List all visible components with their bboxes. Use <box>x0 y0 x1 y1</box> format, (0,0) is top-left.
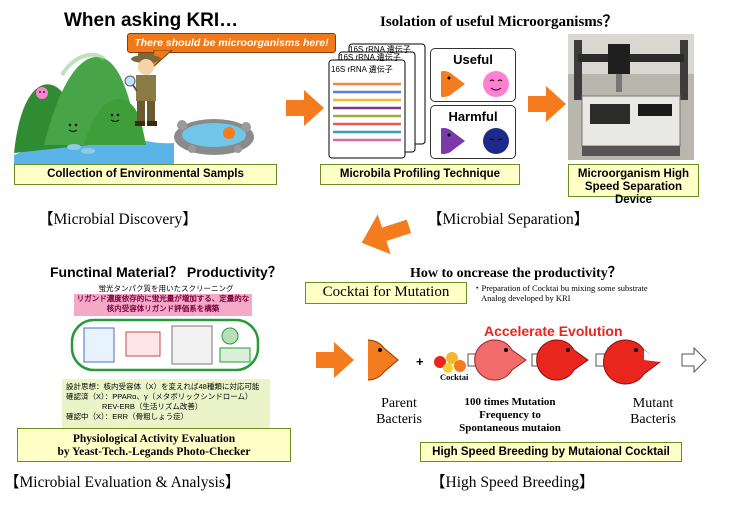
arrow-right-icon <box>528 86 566 122</box>
eval-line2: by Yeast-Tech.-Legands Photo-Checker <box>57 446 251 458</box>
accelerate-label: Accelerate Evolution <box>484 323 623 339</box>
kri-heading: When asking KRI… <box>64 10 239 31</box>
cocktail-dots-icon <box>434 352 466 373</box>
gene-pages-icon <box>328 43 426 159</box>
confirmed2-text: REV-ERB（生活リズム改善） <box>102 402 203 411</box>
cocktail-note: ・Preparation of Cocktai bu mixing some s… <box>473 283 648 303</box>
speech-text: There should be microorganisms here! <box>134 37 329 49</box>
device-box-line1: Microorganism High <box>577 168 690 180</box>
screen-banner: リガンド濃度依存的に蛍光量が増加する、定量的な 核内受容体リガンド評価系を構築 <box>74 294 252 316</box>
cocktail-label: Cocktai for Mutation <box>305 282 467 304</box>
separation-device-photo <box>568 34 694 160</box>
parent-line1: Parent <box>381 396 417 411</box>
arrow-down-left-icon <box>361 210 412 255</box>
section-breeding: 【High Speed Breeding】 <box>430 474 595 491</box>
isolation-question: Isolation of useful Microorganisms？ <box>380 14 618 30</box>
rrna-label-2: 16S rRNA 遺伝子 <box>339 53 401 62</box>
device-box: Microorganism High Speed Separation Devi… <box>568 164 699 206</box>
mutation-label: 100 times Mutation Frequency to Spontane… <box>452 396 568 435</box>
productivity-question: How to oncrease the productivity？ <box>410 266 622 281</box>
device-box-line2: Speed Separation Device <box>584 181 683 206</box>
breeding-box: High Speed Breeding by Mutaional Cocktai… <box>420 442 682 462</box>
plus-icon: + <box>416 354 424 369</box>
mutant-line2: Bacteris <box>630 412 676 427</box>
pacman-bacteria-icon <box>474 339 527 381</box>
harmful-box: Harmful <box>430 105 516 159</box>
pacman-bacteria-icon <box>441 71 465 97</box>
note-line1: ・Preparation of Cocktai bu mixing some s… <box>473 283 648 293</box>
mut-line1: 100 times Mutation <box>464 396 556 408</box>
confirming-text: 確認中（X）：ERR（骨粗しょう症） <box>66 412 189 421</box>
screen-table: 設計思想：核内受容体（X）を変えれば48種類に対応可能 確認済（X）：PPARα… <box>62 379 270 435</box>
pacman-bacteria-icon <box>441 128 465 154</box>
functional-question: Functinal Material？ Productivity？ <box>50 264 282 280</box>
parent-line2: Bacteris <box>376 412 422 427</box>
confirmed1-text: 確認済（X）：PPARα、γ（メタボリックシンドローム） <box>66 392 253 401</box>
arrow-right-icon <box>286 90 324 126</box>
note-line2: Analog developed by KRI <box>481 293 571 303</box>
evolution-sequence: + <box>368 339 707 385</box>
mut-line3: Spontaneous mutaion <box>459 422 561 434</box>
sad-face-icon <box>483 128 509 154</box>
section-evaluation: 【Microbial Evaluation & Analysis】 <box>4 474 241 491</box>
profiling-box: Microbila Profiling Technique <box>320 164 520 185</box>
eval-line1: Physiological Activity Evaluation <box>72 433 236 445</box>
useful-label: Useful <box>453 52 493 67</box>
explorer-icon <box>124 53 161 126</box>
rrna-label-1: 16S rRNA 遺伝子 <box>349 45 411 54</box>
evaluation-box: Physiological Activity Evaluation by Yea… <box>17 428 291 462</box>
speech-callout: There should be microorganisms here! <box>127 33 336 53</box>
banner-line2: 核内受容体リガンド評価系を構築 <box>106 304 220 313</box>
section-separation: 【Microbial Separation】 <box>427 211 590 228</box>
useful-box: Useful <box>430 48 516 102</box>
mut-line2: Frequency to <box>479 409 541 421</box>
mutant-label: Mutant Bacteris <box>620 396 686 428</box>
design-text: 設計思想：核内受容体（X）を変えれば48種類に対応可能 <box>66 382 260 391</box>
collection-box: Collection of Environmental Sampls <box>14 164 277 185</box>
section-discovery: 【Microbial Discovery】 <box>38 211 198 228</box>
landscape-illustration <box>14 52 254 165</box>
parent-label: Parent Bacteris <box>366 396 432 428</box>
banner-line1: リガンド濃度依存的に蛍光量が増加する、定量的な <box>76 294 250 303</box>
arrow-right-icon <box>316 342 354 378</box>
pacman-bacteria-icon <box>603 339 661 385</box>
harmful-label: Harmful <box>448 109 498 124</box>
screen-title: 蛍光タンパク質を用いたスクリーニング <box>98 284 234 293</box>
mutant-line1: Mutant <box>632 396 674 411</box>
cell-diagram-icon <box>70 318 260 372</box>
screening-figure: 蛍光タンパク質を用いたスクリーニング リガンド濃度依存的に蛍光量が増加する、定量… <box>56 283 276 438</box>
arrow-right-icon <box>681 346 707 374</box>
rrna-label-3: 16S rRNA 遺伝子 <box>331 65 393 74</box>
cocktai-small-label: Cocktai <box>440 372 469 382</box>
pacman-bacteria-icon <box>368 339 399 381</box>
pacman-bacteria-icon <box>536 339 589 381</box>
smile-face-icon <box>483 71 509 97</box>
